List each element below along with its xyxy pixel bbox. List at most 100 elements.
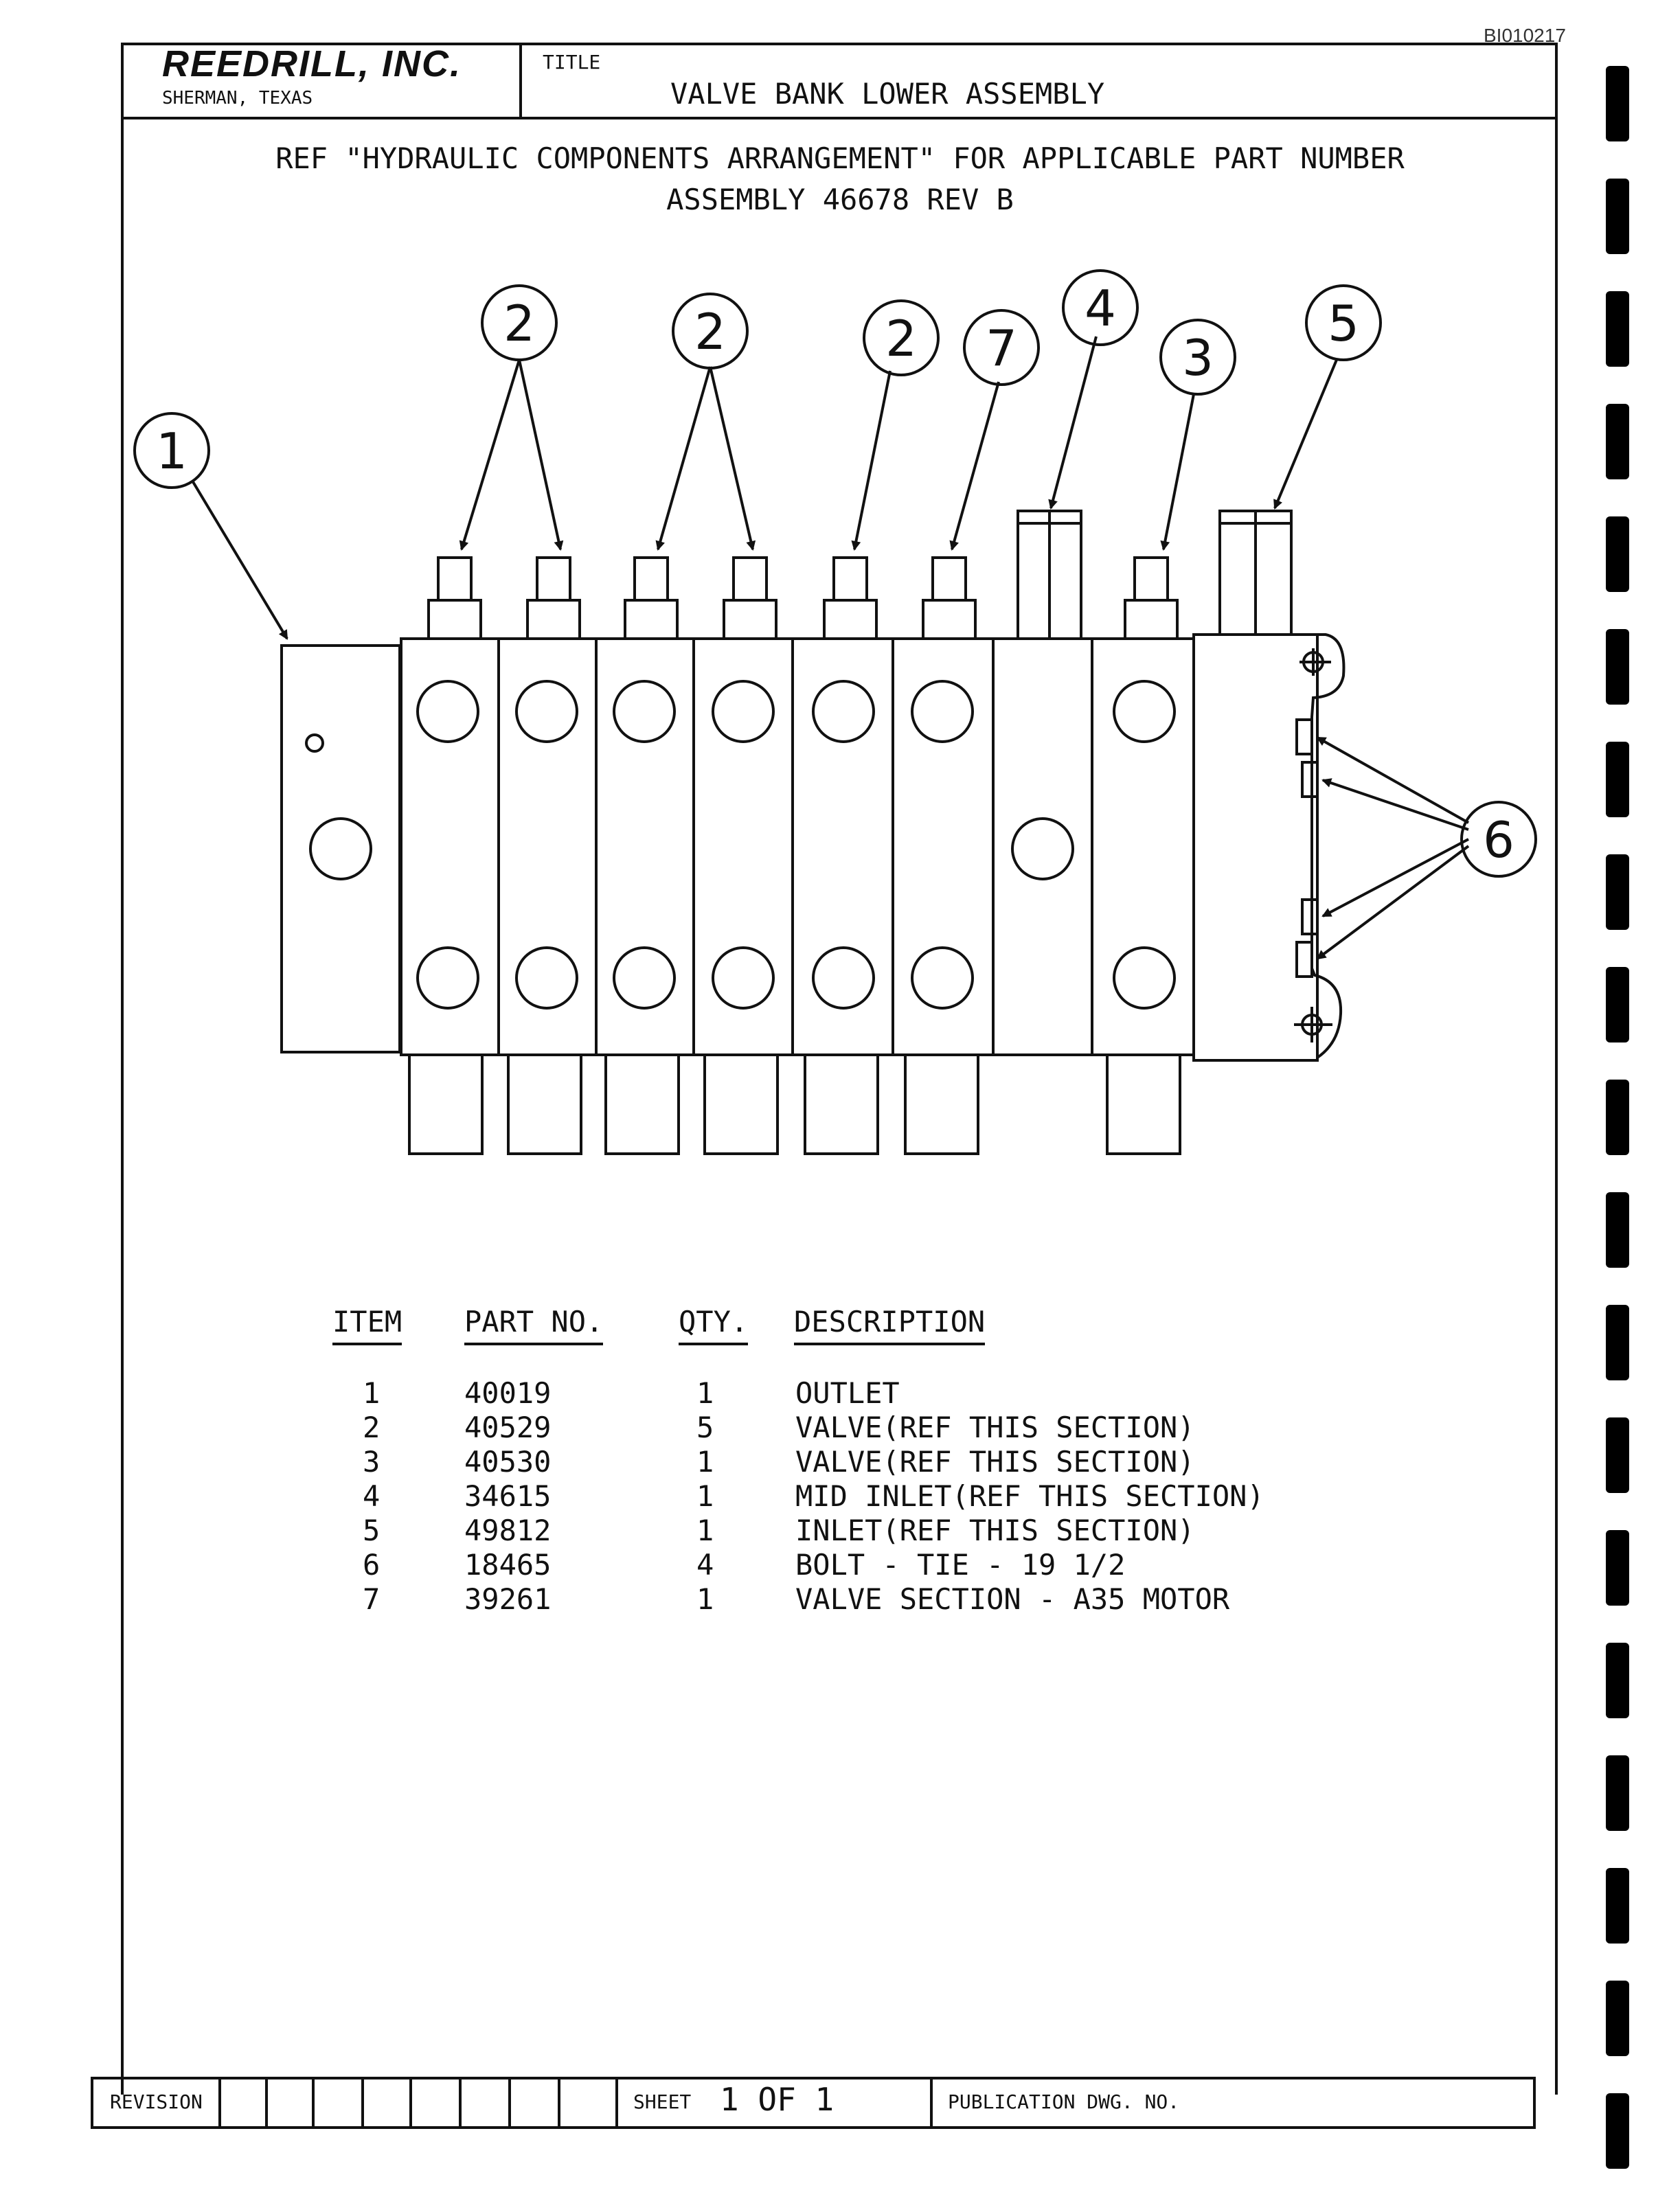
row-5-qty: 1 [696,1514,714,1547]
valve-section-1 [400,637,500,1056]
drawing-title: VALVE BANK LOWER ASSEMBLY [670,77,1105,111]
outlet-port [309,817,372,880]
row-1-part-no: 40019 [464,1376,552,1410]
binder-hole [1606,516,1629,592]
sheet-divider [615,2077,618,2129]
callout-bubbles: 1 2 2 2 7 4 3 5 6 [133,269,1537,878]
header-qty: QTY. [679,1305,749,1345]
frame-left-border [121,117,124,2095]
sheet-label: SHEET [633,2090,692,2113]
callout-2b: 2 [672,293,749,369]
revision-cell-divider [312,2077,315,2129]
binder-hole [1606,1305,1629,1380]
revision-label: REVISION [110,2090,203,2113]
row-2-qty: 5 [696,1411,714,1444]
row-7-description: VALVE SECTION - A35 MOTOR [795,1582,1230,1616]
binder-hole [1606,1755,1629,1831]
row-1-item: 1 [363,1376,381,1410]
callout-2c: 2 [863,299,940,376]
tie-bolt-nuts [1295,718,1319,978]
binder-hole [1606,854,1629,930]
svg-text:1: 1 [156,422,188,480]
row-4-description: MID INLET(REF THIS SECTION) [795,1479,1264,1513]
callout-4: 4 [1062,269,1139,346]
svg-text:4: 4 [1085,280,1116,337]
svg-text:7: 7 [986,319,1017,377]
valve-section-6 [892,637,995,1056]
row-4-item: 4 [363,1479,381,1513]
valve-bank-drawing: 1 2 2 2 7 4 3 5 6 [133,269,1537,1155]
revision-cell-divider [265,2077,268,2129]
revision-cell-divider [459,2077,462,2129]
row-7-part-no: 39261 [464,1582,552,1616]
bottom-spools [408,1053,1181,1155]
company-city: SHERMAN, TEXAS [162,88,313,109]
binder-hole [1606,404,1629,479]
valve-section-3-item [1091,637,1195,1056]
svg-text:3: 3 [1182,329,1214,387]
svg-text:6: 6 [1483,811,1514,869]
reference-line-2: ASSEMBLY 46678 REV B [666,183,1014,216]
leader-lines [191,336,1470,960]
svg-text:5: 5 [1328,295,1359,352]
row-4-qty: 1 [696,1479,714,1513]
callout-6: 6 [1460,801,1537,878]
svg-text:2: 2 [885,310,917,367]
reference-line-1: REF "HYDRAULIC COMPONENTS ARRANGEMENT" F… [275,141,1405,175]
revision-cell-divider [558,2077,560,2129]
publication-label: PUBLICATION DWG. NO. [948,2090,1180,2113]
title-block-divider [519,43,522,119]
binder-hole [1606,66,1629,141]
valve-section-5 [791,637,894,1056]
title-block [121,43,1558,119]
document-id: BI010217 [1484,25,1566,46]
callout-1: 1 [133,412,210,489]
row-1-qty: 1 [696,1376,714,1410]
callout-7: 7 [963,309,1040,386]
valve-section-3 [595,637,695,1056]
row-5-item: 5 [363,1514,381,1547]
outlet-block [280,644,401,1053]
valve-section-4 [692,637,794,1056]
frame-right-border [1555,117,1558,2095]
svg-text:2: 2 [694,303,726,361]
binder-hole [1606,291,1629,367]
binder-hole [1606,1417,1629,1493]
sheet-value: 1 OF 1 [720,2081,835,2118]
binder-hole [1606,1192,1629,1268]
row-6-qty: 4 [696,1548,714,1582]
row-3-part-no: 40530 [464,1445,552,1479]
inlet-block [1192,633,1319,1062]
outlet-small-hole [305,733,324,753]
header-item: ITEM [332,1305,402,1345]
binder-hole [1606,1643,1629,1718]
binder-hole [1606,1868,1629,1944]
binder-hole [1606,1080,1629,1155]
header-description: DESCRIPTION [794,1305,986,1345]
title-label: TITLE [543,51,601,73]
revision-block [91,2077,1536,2129]
binder-hole [1606,742,1629,817]
binder-hole [1606,179,1629,254]
row-6-description: BOLT - TIE - 19 1/2 [795,1548,1126,1582]
callout-5: 5 [1305,284,1382,361]
row-6-part-no: 18465 [464,1548,552,1582]
binder-hole [1606,967,1629,1042]
svg-text:2: 2 [503,295,535,352]
row-3-qty: 1 [696,1445,714,1479]
lower-ports [416,946,1176,1010]
binder-hole [1606,629,1629,705]
inlet-mounting-plate [1310,633,1346,1059]
row-2-description: VALVE(REF THIS SECTION) [795,1411,1195,1444]
header-part-no: PART NO. [464,1305,604,1345]
revision-cell-divider [508,2077,511,2129]
publication-divider [930,2077,933,2129]
row-7-qty: 1 [696,1582,714,1616]
row-7-item: 7 [363,1582,381,1616]
row-3-description: VALVE(REF THIS SECTION) [795,1445,1195,1479]
row-6-item: 6 [363,1548,381,1582]
row-5-part-no: 49812 [464,1514,552,1547]
row-3-item: 3 [363,1445,381,1479]
revision-cell-divider [218,2077,221,2129]
company-name: REEDRILL, INC. [162,43,462,84]
